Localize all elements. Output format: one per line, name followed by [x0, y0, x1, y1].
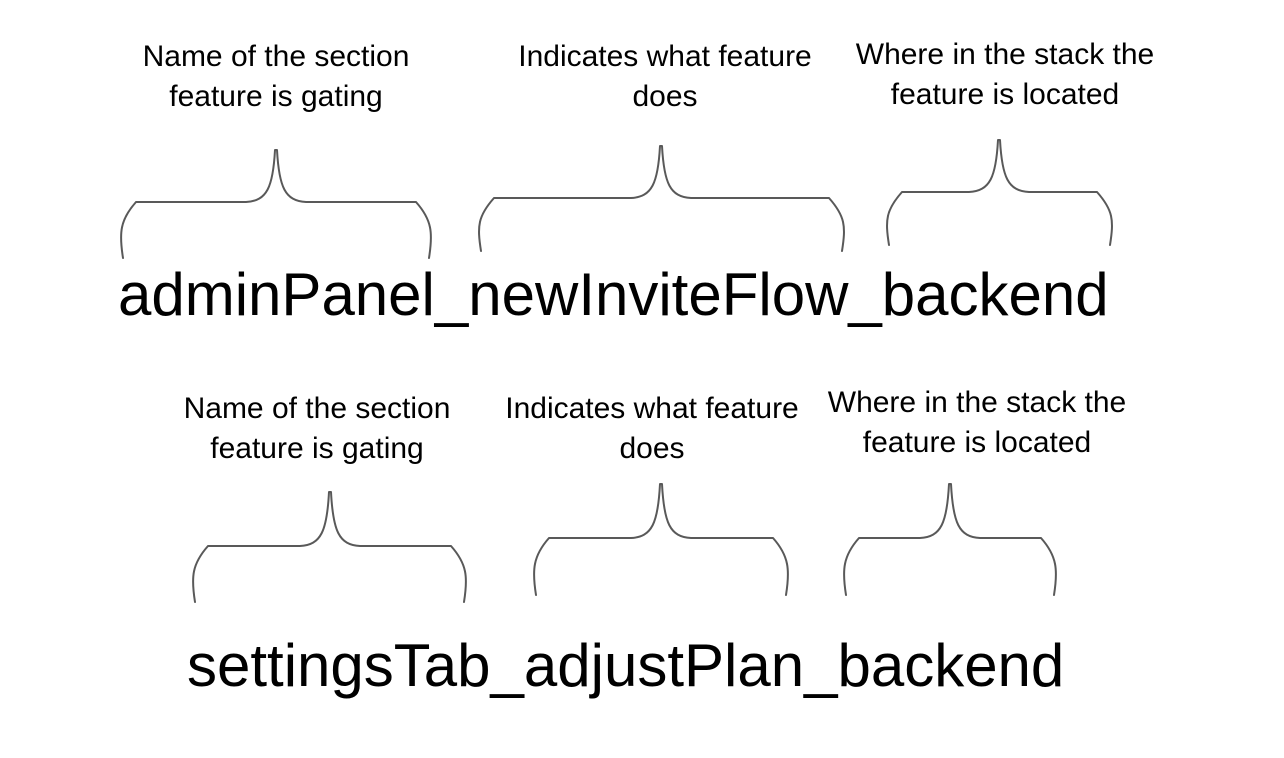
brace-row2-section-icon	[192, 491, 467, 603]
brace-row2-stack-icon	[843, 483, 1057, 596]
annotation-line: Where in the stack the	[855, 38, 1155, 71]
annotation-line: Where in the stack the	[827, 386, 1127, 419]
annotation-line: Name of the section	[183, 392, 451, 425]
annotation-line: Indicates what feature	[505, 392, 799, 425]
annotation-row2-section-name: Name of the section feature is gating	[127, 389, 507, 469]
annotation-line: does	[632, 80, 698, 113]
annotation-row1-section-name: Name of the section feature is gating	[86, 37, 466, 117]
brace-row2-feature-icon	[533, 483, 789, 596]
flag-name-settings-tab: settingsTab_adjustPlan_backend	[187, 632, 1065, 699]
annotation-row1-stack-location: Where in the stack the feature is locate…	[815, 35, 1195, 115]
annotation-line: Name of the section	[142, 40, 410, 73]
brace-row1-feature-icon	[478, 145, 845, 252]
annotation-row2-stack-location: Where in the stack the feature is locate…	[787, 383, 1167, 463]
brace-row1-section-icon	[120, 149, 432, 259]
annotation-row1-feature-does: Indicates what feature does	[475, 37, 855, 117]
annotation-line: feature is gating	[210, 432, 424, 465]
annotation-line: does	[619, 432, 685, 465]
brace-row1-stack-icon	[886, 139, 1113, 246]
annotation-line: Indicates what feature	[518, 40, 812, 73]
annotation-row2-feature-does: Indicates what feature does	[462, 389, 842, 469]
annotation-line: feature is located	[890, 78, 1120, 111]
flag-name-admin-panel: adminPanel_newInviteFlow_backend	[118, 261, 1109, 328]
annotation-line: feature is located	[862, 426, 1092, 459]
annotation-line: feature is gating	[169, 80, 383, 113]
